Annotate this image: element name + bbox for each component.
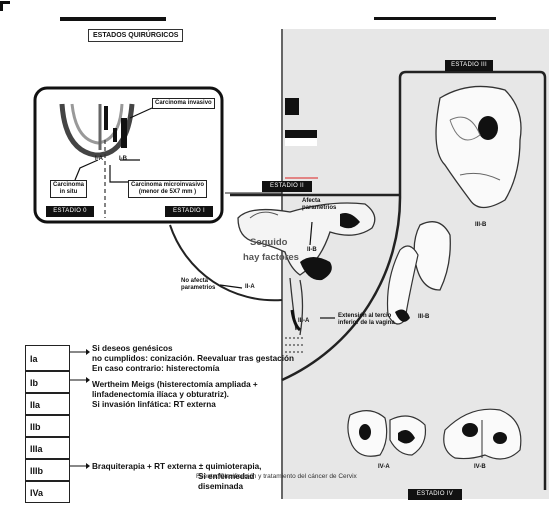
stage-label-4: ESTADIO IV	[408, 489, 462, 500]
label-iiia: III-A	[298, 318, 310, 324]
stage-label-3: ESTADIO III	[445, 60, 493, 71]
label-carcinoma-in-situ: Carcinoma in situ	[50, 180, 88, 198]
treatment-1-line3: En caso contrario: histerectomía	[92, 364, 220, 373]
label-afecta-line1: Afecta	[302, 198, 321, 204]
corner-mark	[0, 0, 12, 12]
treatment-2: Wertheim Meigs (histerectomía ampliada +…	[92, 380, 258, 410]
treatment-3-line3: diseminada	[198, 482, 244, 491]
label-extension-line1: Extensión al tercio	[338, 313, 392, 319]
stage-cell-iiia: IIIa	[25, 437, 70, 459]
treatment-1-line2: no cumplidos: conización. Reevaluar tras…	[92, 354, 295, 363]
label-extension-line2: inferior de la vagina	[338, 320, 395, 326]
treatment-2-line1: Wertheim Meigs (histerectomía ampliada +	[92, 380, 258, 389]
label-ib: I-B	[119, 156, 127, 162]
treatment-2-line3: Si invasión linfática: RT externa	[92, 400, 216, 409]
treatment-3-line1: Braquiterapia + RT externa ± quimioterap…	[92, 462, 262, 471]
label-carcinoma-in-situ-line2: in situ	[59, 189, 78, 195]
label-no-afecta-line2: parametrios	[181, 285, 216, 291]
stage-cell-iva: IVa	[25, 481, 70, 503]
label-iiib-kidney: III-B	[418, 314, 430, 320]
label-iia: II-A	[245, 284, 255, 290]
label-microinvasivo-line1: Carcinoma microinvasivo	[131, 182, 205, 188]
label-iva: IV-A	[378, 464, 390, 470]
stage-label-0: ESTADIO 0	[46, 206, 94, 217]
stage-table: Ia Ib IIa IIb IIIa IIIb IVa	[25, 345, 70, 503]
label-afecta-line2: parametrios	[302, 205, 337, 211]
treatment-2-line2: linfadenectomía ilíaca y obturatriz).	[92, 390, 229, 399]
treatment-1: Si deseos genésicos no cumplidos: coniza…	[92, 344, 294, 374]
label-no-afecta-parametrios: No afecta parametrios	[181, 278, 215, 292]
stage-cell-iia: IIa	[25, 393, 70, 415]
stage-cell-ib: Ib	[25, 371, 70, 393]
treatment-3-line2: Si enfermedad	[198, 472, 255, 481]
label-iiib-pelvis: III-B	[475, 222, 487, 228]
label-ia: I-A	[95, 156, 103, 162]
page-title: ESTADOS QUIRÚRGICOS	[88, 29, 184, 42]
top-rule-right	[374, 17, 496, 20]
stage-label-2: ESTADIO II	[262, 181, 312, 192]
stage-cell-iiib: IIIb	[25, 459, 70, 481]
label-microinvasivo-line2: (menor de 5X7 mm )	[138, 189, 197, 195]
stage-cell-ia: Ia	[25, 345, 70, 371]
label-extension-vagina: Extensión al tercio inferior de la vagin…	[338, 313, 395, 327]
label-no-afecta-line1: No afecta	[181, 278, 209, 284]
treatment-1-line1: Si deseos genésicos	[92, 344, 173, 353]
overlay-text-line1: Seguido	[250, 237, 288, 248]
label-carcinoma-invasivo: Carcinoma invasivo	[152, 98, 215, 109]
label-carcinoma-in-situ-line1: Carcinoma	[53, 182, 85, 188]
label-afecta-parametrios: Afecta parametrios	[302, 198, 336, 212]
top-rule-left	[60, 17, 166, 21]
label-microinvasivo: Carcinoma microinvasivo (menor de 5X7 mm…	[128, 180, 208, 198]
stage-label-1: ESTADIO I	[165, 206, 213, 217]
label-ivb: IV-B	[474, 464, 486, 470]
label-iib: II-B	[307, 247, 317, 253]
treatment-3: Braquiterapia + RT externa ± quimioterap…	[92, 462, 261, 492]
source-caption: Fuente: Clasificación y tratamiento del …	[196, 473, 357, 480]
stage-cell-iib: IIb	[25, 415, 70, 437]
overlay-text-line2: hay factores	[243, 252, 299, 263]
